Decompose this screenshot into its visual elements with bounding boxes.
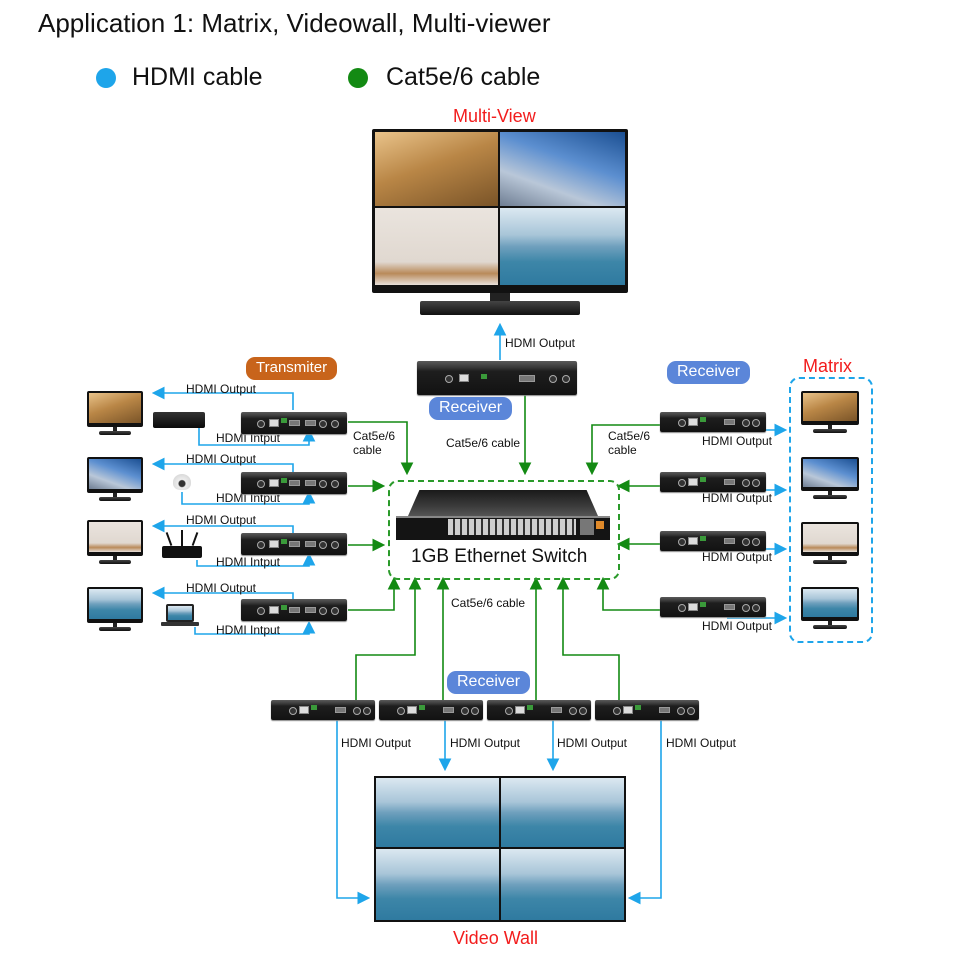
legend-cat: Cat5e/6 cable	[386, 63, 541, 91]
hdmi-input-label: HDMI Intput	[216, 555, 281, 569]
monitor-image-hall	[375, 132, 498, 206]
hdmi-output-label: HDMI Output	[702, 434, 773, 448]
cat-cable-label-left-1: Cat5e/6	[353, 429, 396, 443]
laptop-icon	[166, 604, 194, 622]
hdmi-output-label: HDMI Output	[505, 336, 576, 350]
receiver-device	[271, 700, 375, 720]
switch-group	[388, 480, 620, 580]
hdmi-output-label: HDMI Output	[557, 736, 628, 750]
hdmi-output-label: HDMI Output	[450, 736, 521, 750]
transmitter-device	[241, 412, 347, 434]
multi-view-monitor	[372, 129, 628, 321]
cat-wire	[348, 421, 414, 476]
transmitter-badge: Transmiter	[246, 357, 338, 380]
cat-wire	[585, 424, 660, 476]
transmitter-device	[241, 599, 347, 621]
hdmi-wire	[627, 716, 662, 905]
hdmi-output-label: HDMI Output	[702, 491, 773, 505]
matrix-display-sea	[801, 587, 859, 633]
router-icon	[162, 546, 202, 558]
monitor-image-sea	[500, 208, 625, 285]
hdmi-wire	[194, 620, 316, 635]
hdmi-output-label: HDMI Output	[702, 619, 773, 633]
hdmi-output-label: HDMI Output	[186, 581, 257, 595]
cat-wire	[556, 576, 620, 702]
cat-cable-label-right-1: Cat5e/6	[608, 429, 651, 443]
video-wall-panel	[501, 849, 624, 920]
hdmi-legend-dot-icon	[96, 68, 116, 88]
receiver-badge-top: Receiver	[429, 397, 513, 420]
receiver-device	[660, 597, 766, 617]
cat-wire	[355, 576, 422, 702]
hdmi-wire	[198, 428, 316, 446]
receiver-device-multiview	[417, 361, 577, 395]
cat-wire	[348, 576, 401, 611]
blu-ray-player-icon	[153, 412, 205, 428]
cat-cable-label-left-2: cable	[353, 443, 382, 457]
video-wall-panel	[376, 778, 499, 847]
hdmi-output-label: HDMI Output	[186, 382, 257, 396]
video-wall	[374, 776, 626, 922]
hdmi-output-label: HDMI Output	[666, 736, 737, 750]
hdmi-output-label: HDMI Output	[186, 452, 257, 466]
display-hall	[87, 391, 143, 437]
page-title: Application 1: Matrix, Videowall, Multi-…	[38, 8, 551, 38]
hdmi-wire	[181, 490, 316, 505]
cat-cable-label-bottom: Cat5e/6 cable	[451, 596, 526, 610]
multi-view-label: Multi-View	[453, 106, 536, 126]
ethernet-switch	[396, 490, 610, 540]
hdmi-wire	[151, 386, 294, 410]
cat-wire	[596, 576, 660, 611]
cat-legend-dot-icon	[348, 68, 368, 88]
hdmi-input-label: HDMI Intput	[216, 623, 281, 637]
switch-label: 1GB Ethernet Switch	[411, 546, 588, 567]
receiver-device	[660, 531, 766, 551]
transmitter-device	[241, 472, 347, 494]
matrix-group	[789, 377, 873, 643]
hdmi-output-label: HDMI Output	[186, 513, 257, 527]
video-wall-label: Video Wall	[453, 928, 539, 948]
receiver-badge-right: Receiver	[667, 361, 751, 384]
hdmi-output-label: HDMI Output	[702, 550, 773, 564]
monitor-image-plant	[375, 208, 498, 285]
hdmi-wire	[336, 716, 371, 905]
ip-camera-icon	[173, 474, 191, 490]
matrix-label: Matrix	[803, 356, 852, 376]
receiver-device	[595, 700, 699, 720]
display-sea	[87, 587, 143, 633]
hdmi-output-label: HDMI Output	[341, 736, 412, 750]
display-city	[87, 457, 143, 503]
receiver-device	[379, 700, 483, 720]
receiver-device	[660, 472, 766, 492]
cat-cable-label-right-2: cable	[608, 443, 637, 457]
matrix-display-hall	[801, 391, 859, 437]
matrix-display-plant	[801, 522, 859, 568]
video-wall-panel	[376, 849, 499, 920]
receiver-device	[660, 412, 766, 432]
monitor-image-city	[500, 132, 625, 206]
receiver-device	[487, 700, 591, 720]
matrix-display-city	[801, 457, 859, 503]
transmitter-device	[241, 533, 347, 555]
legend-hdmi: HDMI cable	[132, 63, 263, 91]
hdmi-wire	[196, 552, 316, 567]
hdmi-input-label: HDMI Intput	[216, 431, 281, 445]
display-plant	[87, 520, 143, 566]
receiver-badge-bottom: Receiver	[447, 671, 531, 694]
video-wall-panel	[501, 778, 624, 847]
hdmi-input-label: HDMI Intput	[216, 491, 281, 505]
cat-cable-label-top: Cat5e/6 cable	[446, 436, 521, 450]
